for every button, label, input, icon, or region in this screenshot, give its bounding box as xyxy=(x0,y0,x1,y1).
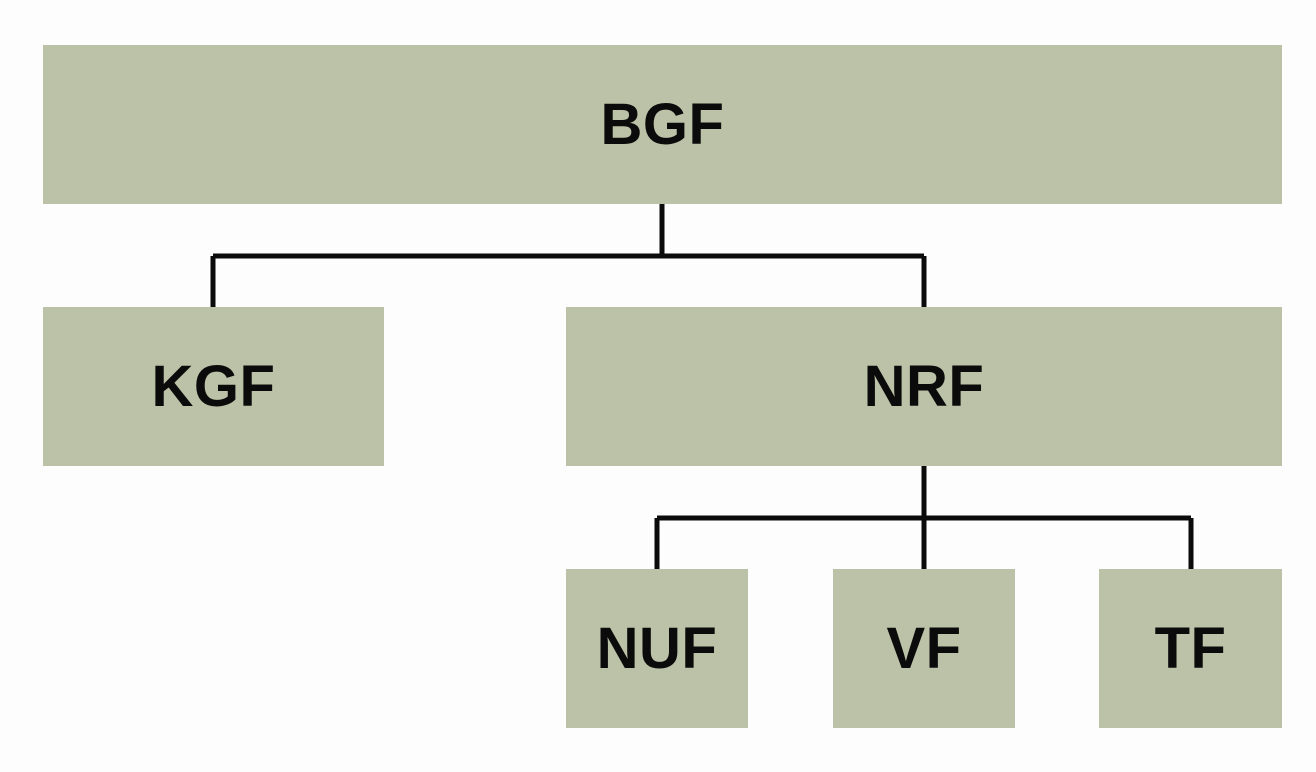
node-bgf: BGF xyxy=(43,45,1282,204)
node-vf: VF xyxy=(833,569,1015,728)
node-label-nrf: NRF xyxy=(863,354,985,419)
node-label-bgf: BGF xyxy=(600,92,725,157)
node-nrf: NRF xyxy=(566,307,1282,466)
node-nuf: NUF xyxy=(566,569,748,728)
node-label-nuf: NUF xyxy=(596,616,718,681)
node-label-kgf: KGF xyxy=(151,354,276,419)
node-tf: TF xyxy=(1099,569,1282,728)
node-label-tf: TF xyxy=(1154,616,1227,681)
node-label-vf: VF xyxy=(886,616,962,681)
node-kgf: KGF xyxy=(43,307,384,466)
